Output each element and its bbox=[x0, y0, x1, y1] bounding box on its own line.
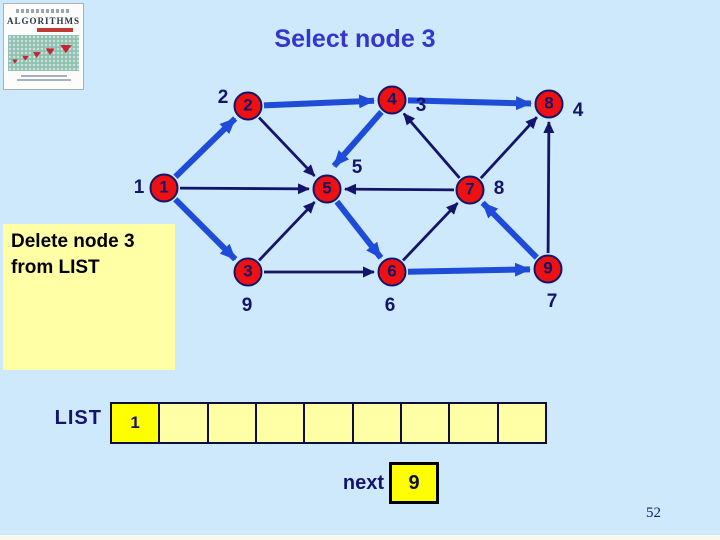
book-cover: ALGORITHMS bbox=[3, 3, 84, 90]
list-cell-5 bbox=[351, 404, 400, 442]
graph-node-ext-label-1: 1 bbox=[133, 177, 145, 198]
book-cover-series-line bbox=[16, 9, 71, 13]
edge-3-5 bbox=[258, 201, 316, 262]
graph-node-5: 5 bbox=[312, 174, 342, 204]
slide-bottom-strip bbox=[0, 535, 720, 540]
book-cover-art bbox=[8, 35, 79, 71]
graph-node-ext-label-6: 6 bbox=[384, 295, 396, 316]
note-box: Delete node 3 from LIST bbox=[3, 224, 175, 370]
edge-7-8 bbox=[479, 116, 538, 180]
next-value: 9 bbox=[408, 472, 420, 494]
paper-plane-shape bbox=[33, 49, 42, 58]
paper-plane-shape bbox=[22, 53, 30, 61]
list-cell-1 bbox=[158, 404, 207, 442]
graph-node-8: 8 bbox=[534, 89, 564, 119]
edge-1-5 bbox=[179, 183, 311, 195]
graph-node-1: 1 bbox=[149, 173, 179, 203]
graph-node-3: 3 bbox=[233, 257, 263, 287]
page-number: 52 bbox=[646, 505, 661, 521]
graph-node-ext-label-8: 4 bbox=[572, 100, 584, 121]
list-cell-6 bbox=[399, 404, 449, 442]
graph-node-9: 9 bbox=[533, 254, 563, 284]
paper-plane-shape bbox=[46, 45, 57, 56]
list-cell-7 bbox=[448, 404, 497, 442]
graph-node-ext-label-7: 8 bbox=[493, 178, 505, 199]
graph-node-ext-label-3: 9 bbox=[241, 295, 253, 316]
edge-6-9 bbox=[407, 262, 532, 277]
graph-node-6: 6 bbox=[377, 257, 407, 287]
edge-1-3 bbox=[173, 197, 238, 262]
list-cell-3 bbox=[254, 404, 304, 442]
note-text: Delete node 3 from LIST bbox=[11, 231, 135, 278]
list-array: 1 bbox=[110, 402, 547, 444]
list-label: LIST bbox=[54, 407, 102, 429]
edge-9-7 bbox=[480, 200, 539, 260]
next-label: next bbox=[342, 472, 384, 494]
book-cover-footer-line bbox=[16, 79, 71, 81]
graph-node-ext-label-5: 5 bbox=[351, 157, 363, 178]
edge-5-6 bbox=[334, 199, 384, 260]
graph-node-4: 4 bbox=[377, 85, 407, 115]
edge-6-7 bbox=[402, 202, 459, 262]
edge-7-4 bbox=[402, 112, 461, 179]
edge-9-8 bbox=[543, 120, 555, 254]
graph-node-ext-label-9: 7 bbox=[546, 291, 558, 312]
list-cell-0: 1 bbox=[112, 404, 159, 442]
graph-node-2: 2 bbox=[233, 91, 263, 121]
graph-node-ext-label-4: 3 bbox=[415, 95, 427, 116]
next-value-box: 9 bbox=[389, 462, 439, 504]
edge-1-2 bbox=[173, 116, 238, 179]
paper-plane-shape bbox=[12, 57, 19, 64]
edge-4-8 bbox=[407, 96, 533, 111]
page-title: Select node 3 bbox=[274, 25, 436, 53]
graph-node-ext-label-2: 2 bbox=[217, 87, 229, 108]
book-cover-red-bar bbox=[37, 28, 73, 32]
book-cover-footer-lines bbox=[4, 75, 83, 81]
edge-2-5 bbox=[258, 116, 316, 177]
graph-node-7: 7 bbox=[455, 175, 485, 205]
edge-2-4 bbox=[263, 94, 376, 109]
list-cell-4 bbox=[303, 404, 352, 442]
edge-7-5 bbox=[343, 183, 455, 195]
book-cover-title: ALGORITHMS bbox=[6, 16, 80, 26]
paper-plane-shape bbox=[60, 40, 74, 54]
list-cell-8 bbox=[496, 404, 545, 442]
book-cover-footer-line bbox=[20, 75, 67, 77]
list-cell-2 bbox=[206, 404, 255, 442]
